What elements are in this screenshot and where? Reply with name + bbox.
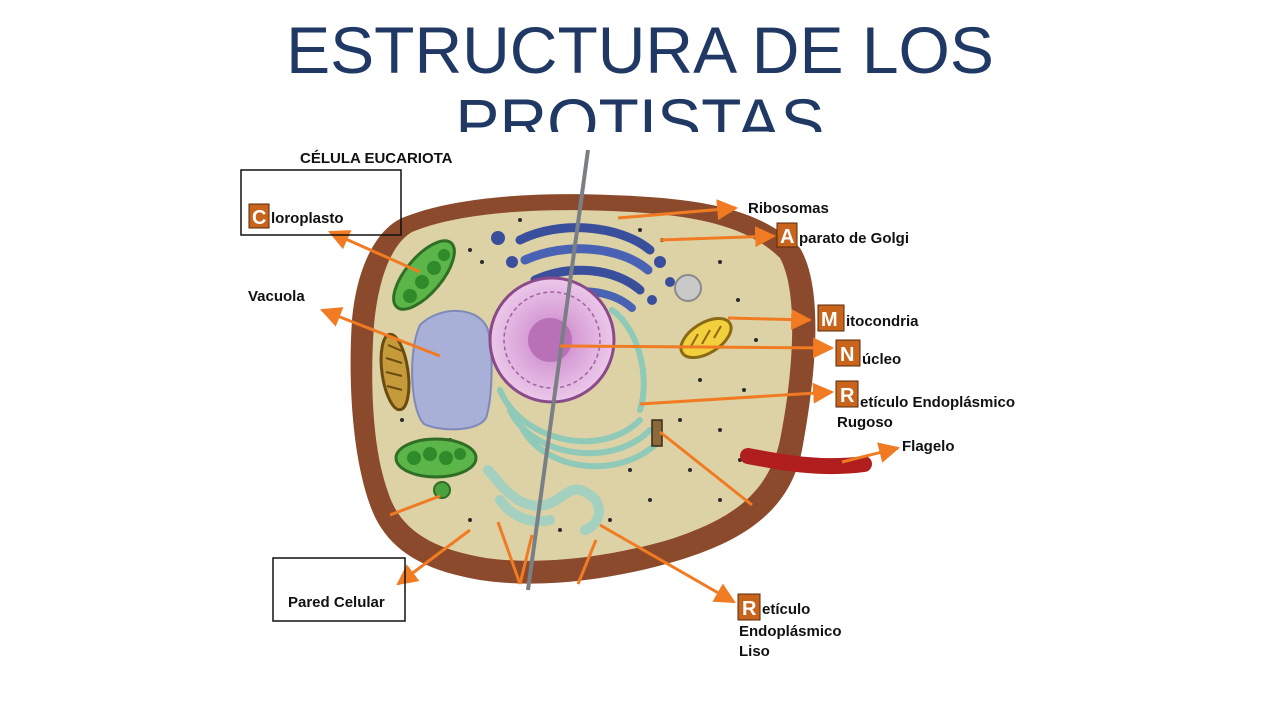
arrow-rel <box>599 523 736 604</box>
label-nucleo: N úcleo <box>835 339 901 368</box>
flagellum <box>740 448 872 475</box>
golgi-rest: parato de Golgi <box>799 230 909 247</box>
arrow-cloroplasto <box>328 230 421 274</box>
cloroplasto-initial-box <box>248 203 270 229</box>
label-mitocondria: M itocondria <box>817 304 919 332</box>
cloroplasto-rest: loroplasto <box>271 210 344 227</box>
mitocondria-rest: itocondria <box>846 313 919 330</box>
mitocondria-initial-box <box>817 304 845 332</box>
rer-rest: etículo Endoplásmico <box>860 394 1015 411</box>
golgi-vesicles <box>491 231 675 305</box>
rer-initial: R <box>840 385 855 407</box>
diagram-header: CÉLULA EUCARIOTA <box>300 150 453 167</box>
rel-initial-box <box>737 593 761 621</box>
label-rel: R etículo Endoplásmico Liso <box>737 593 842 660</box>
rel-line2: Endoplásmico <box>739 623 842 640</box>
cloroplasto-initial: C <box>252 207 266 229</box>
chloroplast-top <box>392 239 456 311</box>
arrow-nucleo <box>559 337 835 359</box>
pared-celular-frame <box>272 557 406 622</box>
label-vacuola: Vacuola <box>248 288 305 305</box>
slide-title-text: ESTRUCTURA DE LOS PROTISTAS <box>286 14 994 132</box>
small-chloroplast <box>433 481 451 499</box>
lysosome <box>674 274 702 302</box>
pointer-line <box>526 149 590 591</box>
rer-line2: Rugoso <box>837 414 893 431</box>
label-flagelo: Flagelo <box>902 438 955 455</box>
golgi-initial: A <box>780 226 794 248</box>
arrow-pared-celular <box>396 528 471 586</box>
arrow-ribosomas <box>617 199 739 221</box>
arrow-mitocondria <box>727 309 813 331</box>
label-cloroplasto: C loroplasto <box>248 203 344 229</box>
vacuole <box>411 310 493 431</box>
nucleo-rest: úcleo <box>862 351 901 368</box>
cloroplasto-frame <box>240 169 402 236</box>
rel-initial: R <box>742 598 757 620</box>
label-golgi: A parato de Golgi <box>776 222 909 248</box>
mitocondria-initial: M <box>821 309 838 331</box>
label-pared-celular: Pared Celular <box>288 594 385 611</box>
nucleo-initial-box <box>835 339 861 367</box>
mitochondrion-left <box>379 332 411 412</box>
chloroplast-bottom <box>394 437 478 479</box>
label-arrows <box>320 199 901 604</box>
rough-er <box>497 307 658 470</box>
arrow-vacuola <box>320 307 441 358</box>
rer-initial-box <box>835 380 859 408</box>
slide-title: ESTRUCTURA DE LOS PROTISTAS <box>0 14 1280 132</box>
label-rer: R etículo Endoplásmico Rugoso <box>835 380 1015 431</box>
nucleus <box>488 276 616 404</box>
arrow-rer <box>639 382 835 406</box>
arrow-golgi <box>659 226 777 248</box>
rel-rest: etículo <box>762 601 810 618</box>
label-ribosomas: Ribosomas <box>748 200 829 217</box>
arrow-flagelo <box>841 442 901 464</box>
extra-lines <box>389 430 753 585</box>
golgi-initial-box <box>776 222 798 248</box>
smooth-er <box>483 465 604 535</box>
nucleo-initial: N <box>840 344 854 366</box>
rel-line3: Liso <box>739 643 770 660</box>
